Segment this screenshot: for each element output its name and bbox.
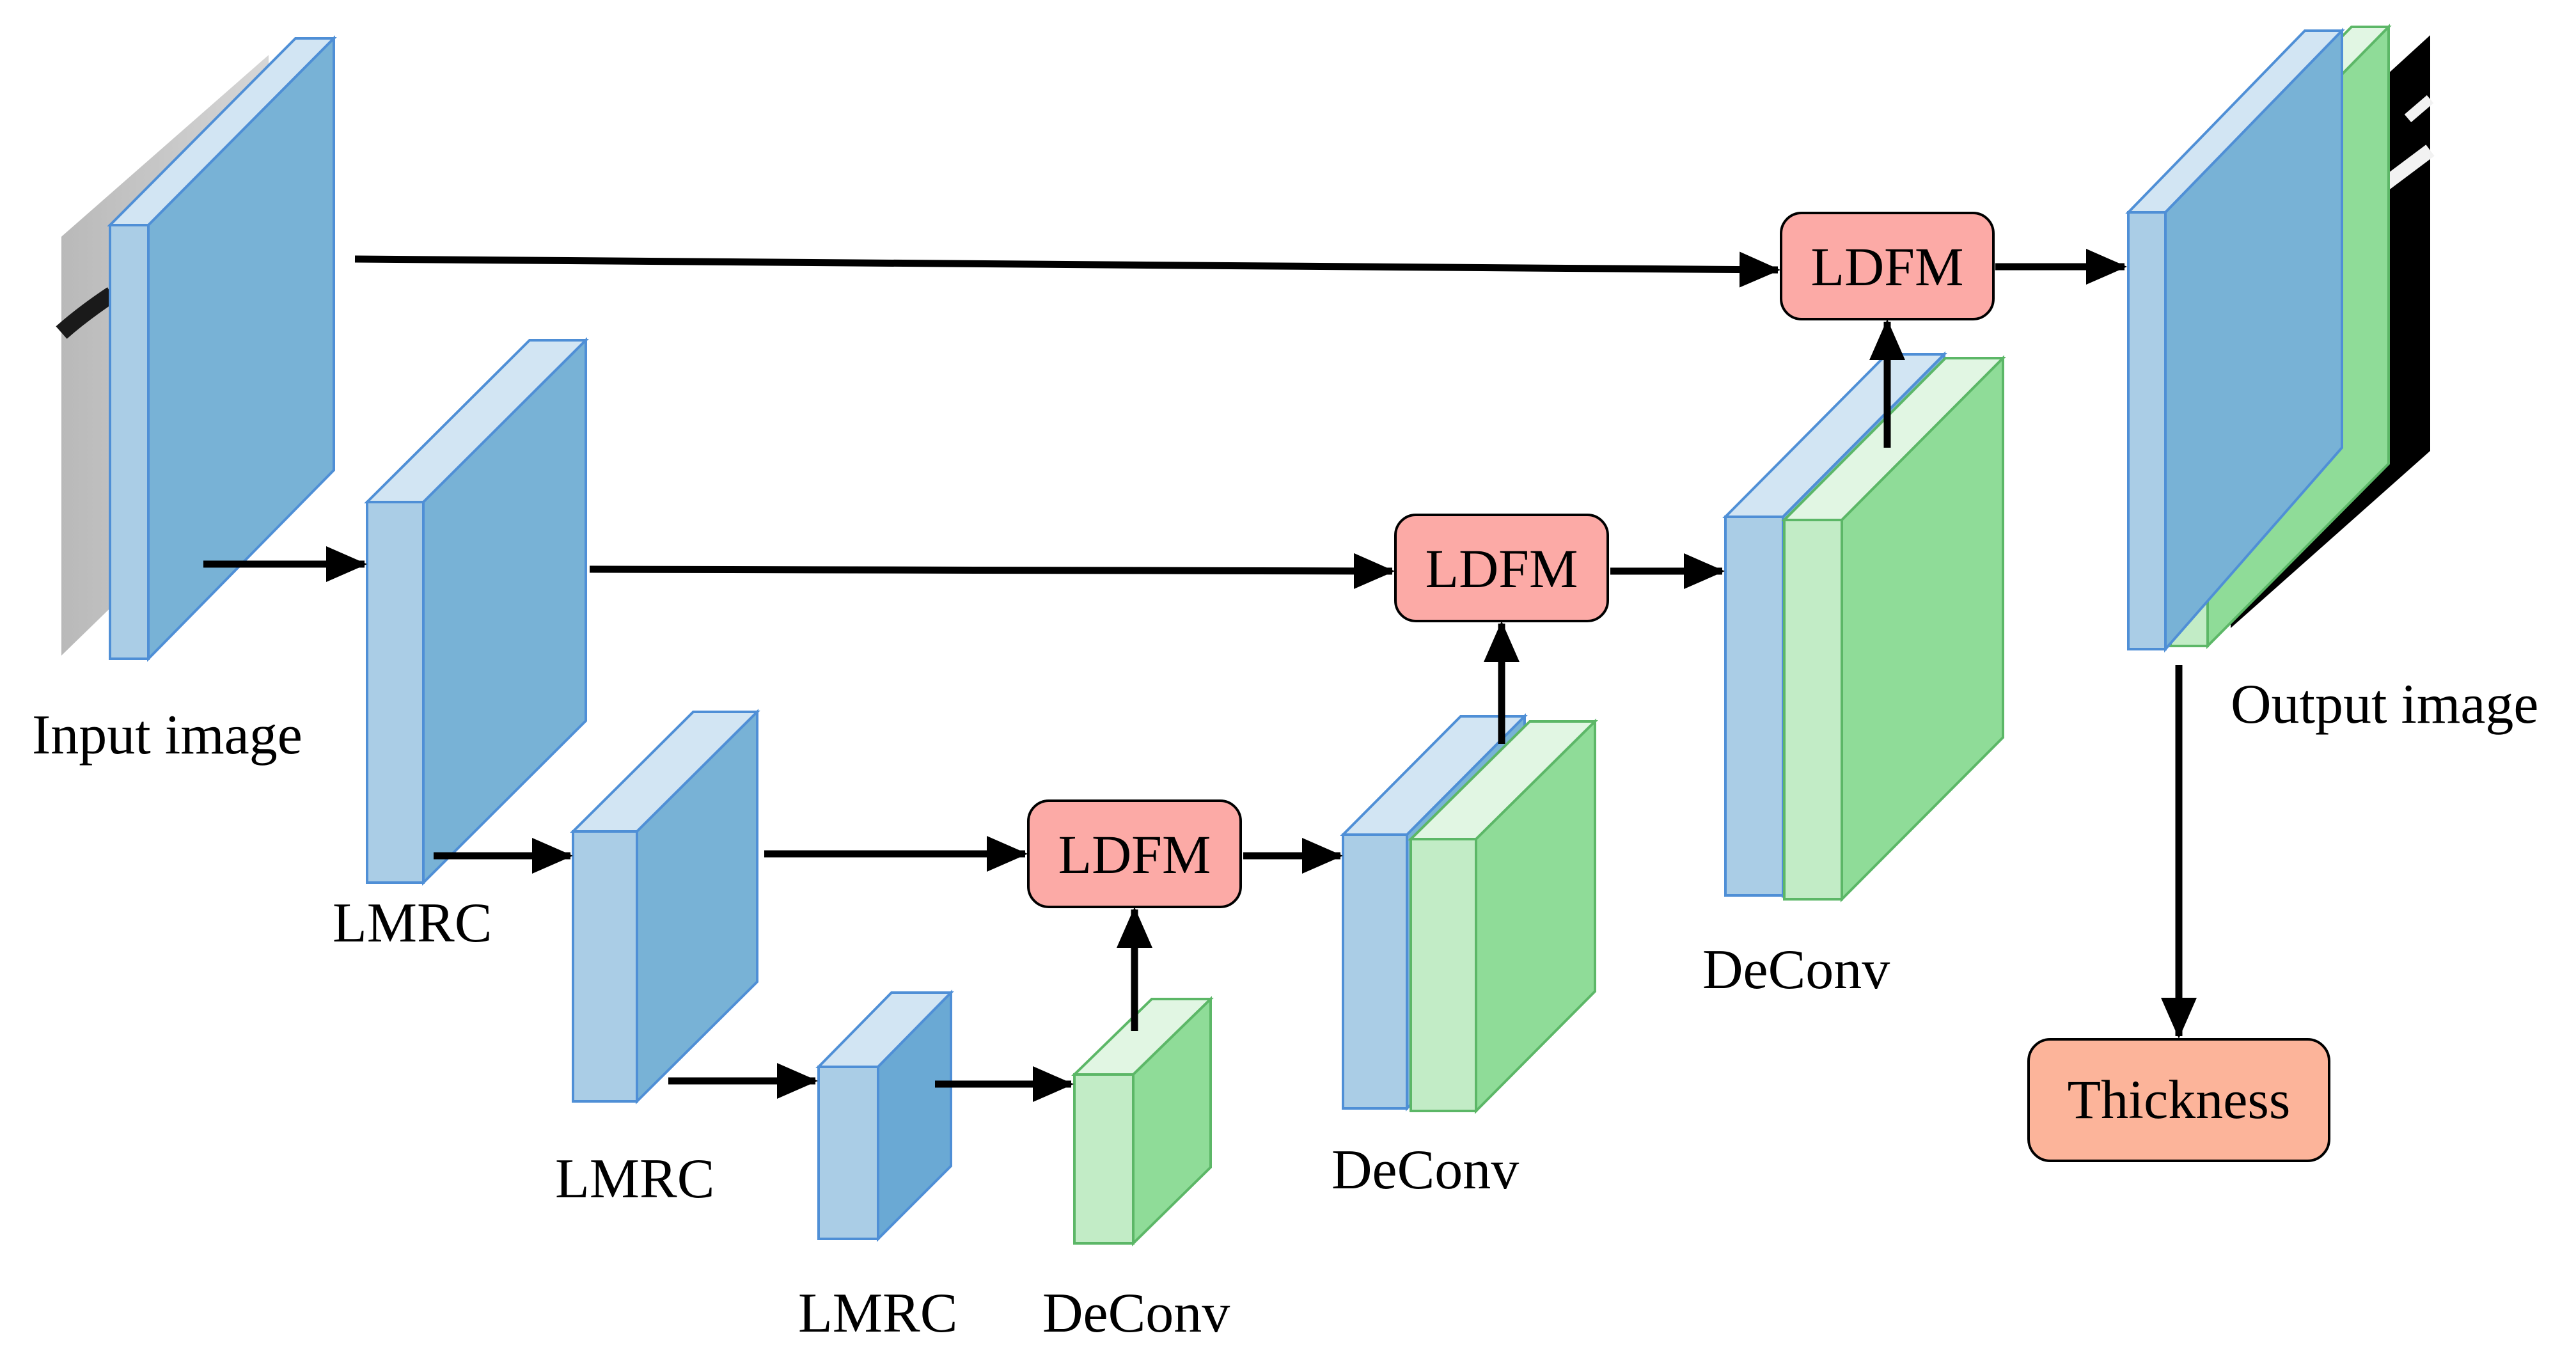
arrow-skip-middle xyxy=(589,553,1395,589)
lmrc-label-2: LMRC xyxy=(555,1148,714,1210)
encoder-block-lmrc-3 xyxy=(815,989,954,1242)
decoder-block-level-3 xyxy=(1722,351,2006,902)
encoder-block-lmrc-1 xyxy=(364,337,589,886)
lmrc-label-3: LMRC xyxy=(798,1282,957,1344)
lmrc-label-1: LMRC xyxy=(333,892,492,954)
ldfm-box-middle: LDFM xyxy=(1394,514,1609,622)
deconv-label-1: DeConv xyxy=(1042,1282,1230,1344)
output-image-label: Output image xyxy=(2231,673,2538,736)
arrows xyxy=(203,249,2197,1102)
arrow-skip-top xyxy=(354,251,1780,288)
deconv-block-1 xyxy=(1071,996,1214,1247)
decoder-block-level-2 xyxy=(1340,713,1598,1114)
encoder-block-lmrc-2 xyxy=(570,709,760,1105)
deconv-label-2: DeConv xyxy=(1331,1139,1519,1201)
ldfm-middle-label: LDFM xyxy=(1425,538,1578,599)
ldfm-bottom-label: LDFM xyxy=(1058,824,1211,885)
output-stack xyxy=(2125,24,2435,653)
input-image-label: Input image xyxy=(32,704,302,766)
ldfm-box-top: LDFM xyxy=(1780,212,1995,320)
thickness-box: Thickness xyxy=(2027,1038,2330,1162)
ldfm-top-label: LDFM xyxy=(1811,236,1964,297)
encoder-block-input xyxy=(107,35,337,662)
ldfm-box-bottom: LDFM xyxy=(1027,799,1242,908)
thickness-label: Thickness xyxy=(2068,1069,2291,1130)
deconv-label-3: DeConv xyxy=(1702,939,1890,1001)
